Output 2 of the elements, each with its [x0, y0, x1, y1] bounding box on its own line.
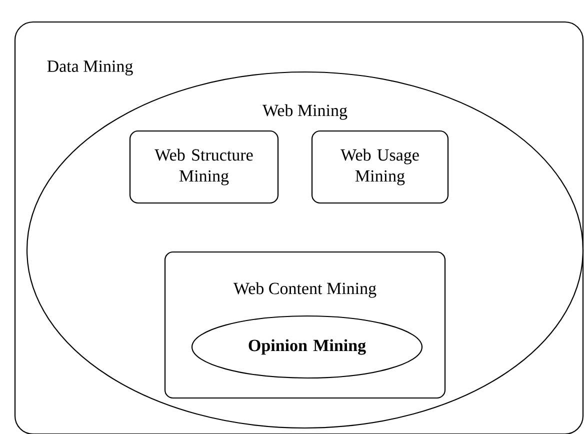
rounded-box: Web Structure Mining: [129, 130, 279, 204]
rounded-box: Web Usage Mining: [311, 130, 449, 204]
